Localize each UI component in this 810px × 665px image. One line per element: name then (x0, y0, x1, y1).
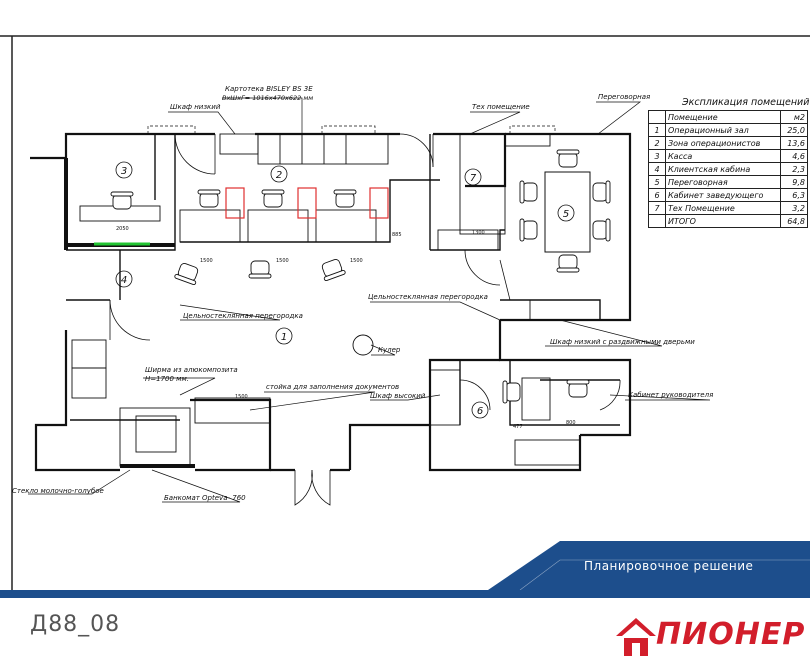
label-tek-pomeshenie: Тех помещение (472, 103, 530, 111)
dimension-label: 1300 (472, 230, 485, 236)
dimension-label: 1500 (350, 258, 363, 264)
drawing-code: Д88_08 (30, 612, 121, 637)
room-number: 2 (276, 170, 282, 181)
legend-title: Экспликация помещений (682, 97, 810, 108)
label-shkaf-vysokiy: Шкаф высокий (370, 392, 426, 400)
dimension-label: 800 (566, 420, 576, 426)
label-kartoteka: Картотека BISLEY BS 3E (225, 85, 313, 93)
label-kartoteka-dims: ВхШхГ= 1016х470х622 мм (222, 94, 313, 102)
dimension-label: 1500 (200, 258, 213, 264)
label-shirma: Ширма из алюкомпозита (145, 366, 238, 374)
label-shkaf-razdvizh: Шкаф низкий с раздвижными дверьми (550, 338, 695, 346)
room-number: 5 (563, 209, 569, 220)
dimension-label: 477 (513, 424, 523, 430)
room-number: 4 (121, 275, 127, 286)
label-stoyka: стойка для заполнения документов (266, 383, 399, 391)
room-number: 1 (281, 332, 287, 343)
label-shirma-h: Н=1700 мм. (145, 375, 189, 383)
dimension-label: 885 (392, 232, 402, 238)
title-banner (488, 541, 810, 590)
brand-name: ПИОНЕР (656, 617, 806, 652)
label-steklo: Стекло молочно-голубое (12, 487, 104, 495)
legend-header-name: Помещение (665, 110, 781, 124)
label-shkaf-nizkiy: Шкаф низкий (170, 103, 221, 111)
room-number: 7 (470, 173, 477, 184)
brand-logo (616, 618, 656, 656)
label-partition-1: Цельностеклянная перегородка (183, 312, 303, 320)
dimension-label: 1500 (276, 258, 289, 264)
chairs (110, 149, 611, 404)
legend-header-row: Помещение м2 (648, 110, 808, 124)
banner-stripe (0, 590, 810, 598)
label-kabinet-ruk: Кабинет руководителя (628, 391, 713, 399)
dimension-label: 2050 (116, 226, 129, 232)
house-icon (616, 618, 656, 656)
floor-plan: 1 2 3 4 5 6 7 Картотека BISLEY BS 3E ВхШ… (0, 35, 810, 590)
label-bankomat: Банкомат Opteva- 760 (164, 494, 246, 502)
label-peregovornaya: Переговорная (598, 93, 650, 101)
legend-header-area: м2 (780, 110, 808, 124)
label-partition-2: Цельностеклянная перегородка (368, 293, 488, 301)
dimension-label: 1500 (235, 394, 248, 400)
room-number: 6 (477, 406, 483, 417)
label-kuler: Кулер (378, 346, 401, 354)
banner-title: Планировочное решение (584, 559, 753, 573)
room-number: 3 (121, 166, 127, 177)
